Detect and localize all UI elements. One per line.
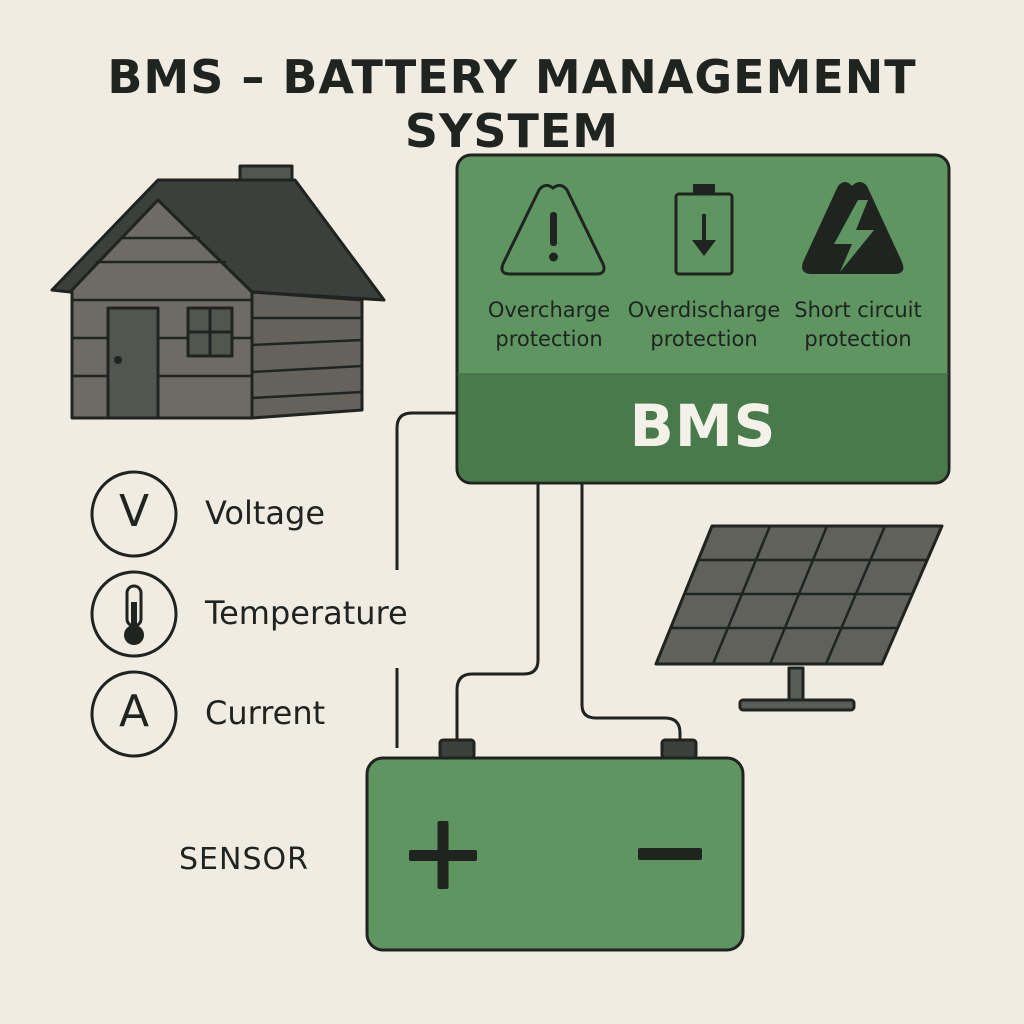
page-title: BMS – BATTERY MANAGEMENT SYSTEM — [107, 50, 917, 158]
overdischarge-protection-label: Overdischarge protection — [627, 298, 781, 351]
wire-bms-to-negative — [580, 484, 682, 742]
measurement-icons — [90, 470, 178, 758]
house-illustration — [50, 164, 386, 420]
warning-triangle-icon — [500, 183, 606, 276]
wiring — [395, 411, 682, 748]
voltage-label: Voltage — [205, 494, 326, 532]
bms-label: BMS — [629, 392, 777, 460]
current-symbol: A — [118, 686, 150, 737]
battery-positive-terminal — [438, 738, 476, 760]
temperature-label: Temperature — [205, 594, 408, 632]
current-label: Current — [205, 694, 326, 732]
battery-negative-terminal — [660, 738, 698, 760]
battery-down-arrow-icon — [674, 184, 734, 276]
solar-panel-illustration — [654, 524, 944, 712]
lightning-triangle-icon — [802, 182, 904, 274]
battery-illustration — [365, 738, 745, 952]
thermometer-icon — [90, 570, 178, 658]
wire-bms-to-sensor — [395, 411, 457, 570]
house-side-wall — [250, 290, 364, 420]
voltage-symbol: V — [118, 486, 150, 537]
short-circuit-protection-label: Short circuit protection — [794, 298, 922, 351]
negative-symbol — [638, 848, 702, 860]
current-icon — [90, 670, 178, 758]
wire-bms-to-positive — [455, 484, 540, 742]
thermometer-glyph — [124, 584, 144, 645]
sensor-label: SENSOR — [179, 842, 309, 877]
overcharge-protection-label: Overcharge protection — [487, 298, 611, 351]
voltage-icon — [90, 470, 178, 558]
